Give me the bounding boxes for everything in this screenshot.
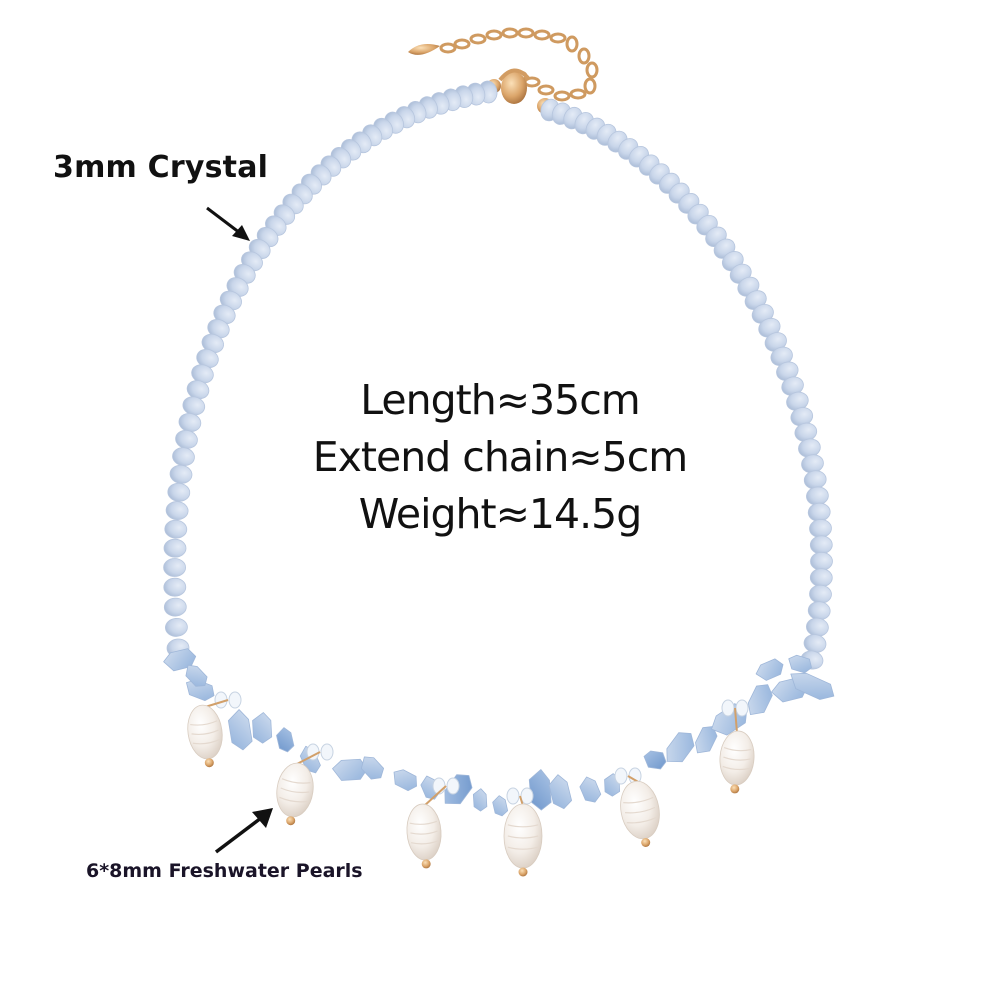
spec-length: Length≈35cm	[360, 376, 640, 424]
pearl-size-label: 6*8mm Freshwater Pearls	[86, 860, 363, 882]
clear-spacer-beads	[214, 691, 749, 805]
crystal-arrow-icon	[206, 206, 250, 241]
aquamarine-chips	[163, 648, 835, 817]
chain-drop-charm	[408, 44, 440, 55]
crystal-bead-strand	[163, 80, 833, 670]
freshwater-pearls	[187, 699, 755, 877]
pearl-arrow-icon	[214, 808, 273, 854]
spec-weight: Weight≈14.5g	[358, 490, 643, 538]
specs-block: Length≈35cm Extend chain≈5cm Weight≈14.5…	[250, 372, 750, 543]
spec-extend-chain: Extend chain≈5cm	[312, 433, 688, 481]
crystal-size-label: 3mm Crystal	[53, 150, 269, 185]
